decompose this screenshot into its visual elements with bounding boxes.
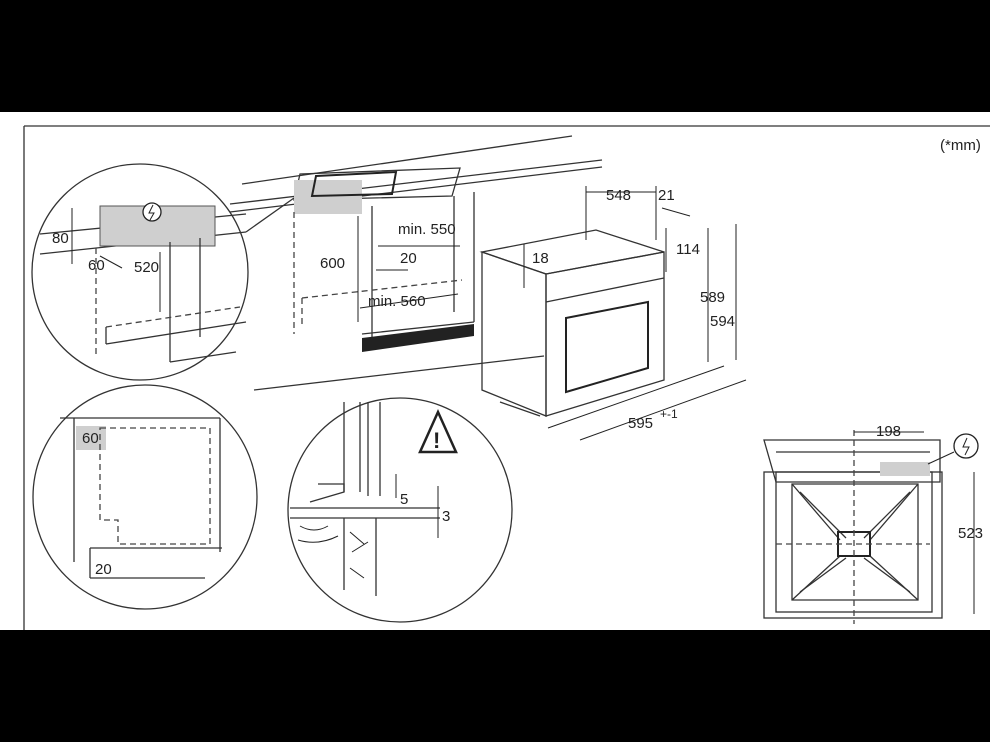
label-21: 21 xyxy=(658,187,675,204)
niche-plinth xyxy=(362,324,474,352)
niche-shade xyxy=(294,180,362,214)
warning-triangle-icon xyxy=(418,408,458,454)
label-520: 520 xyxy=(134,259,159,276)
label-595: 595 xyxy=(628,415,653,432)
oven-window xyxy=(565,300,649,394)
label-18: 18 xyxy=(532,250,549,267)
label-min-560: min. 560 xyxy=(368,293,426,310)
label-589: 589 xyxy=(700,289,725,306)
label-side-60: 60 xyxy=(82,430,99,447)
label-595-tolerance: +-1 xyxy=(660,407,678,421)
detail-circle-gap: ! 5 3 xyxy=(287,397,513,623)
power-bolt-glyph xyxy=(148,204,155,221)
installation-diagram: (*mm) 80 60 520 60 20 xyxy=(0,112,990,630)
connection-shade xyxy=(880,462,930,476)
oven-body: 548 21 18 114 589 594 595 +-1 xyxy=(479,186,747,441)
power-plug-icon xyxy=(142,202,162,222)
hob-cutout xyxy=(310,170,398,198)
label-198: 198 xyxy=(876,423,901,440)
label-20: 20 xyxy=(400,250,417,267)
label-bottom-20: 20 xyxy=(95,561,112,578)
diagram-canvas: (*mm) 80 60 520 60 20 xyxy=(23,125,990,630)
cabinet-niche: 600 min. 550 20 min. 560 xyxy=(229,135,603,391)
label-600: 600 xyxy=(320,255,345,272)
label-80: 80 xyxy=(52,230,69,247)
label-60: 60 xyxy=(88,257,105,274)
top-view: 198 523 xyxy=(763,423,983,624)
label-min-550: min. 550 xyxy=(398,221,456,238)
label-594: 594 xyxy=(710,313,735,330)
label-523: 523 xyxy=(958,525,983,542)
warning-exclamation: ! xyxy=(433,428,440,453)
label-548: 548 xyxy=(606,187,631,204)
label-114: 114 xyxy=(676,241,700,258)
label-5: 5 xyxy=(400,491,408,508)
label-3: 3 xyxy=(442,508,450,525)
vent-shade xyxy=(76,426,106,450)
detail-circle-side-vent: 60 20 xyxy=(32,384,258,610)
units-note: (*mm) xyxy=(940,137,981,154)
detail-circle-hob-cutout: 80 60 520 xyxy=(31,163,249,381)
top-view-plug-icon xyxy=(953,433,979,459)
